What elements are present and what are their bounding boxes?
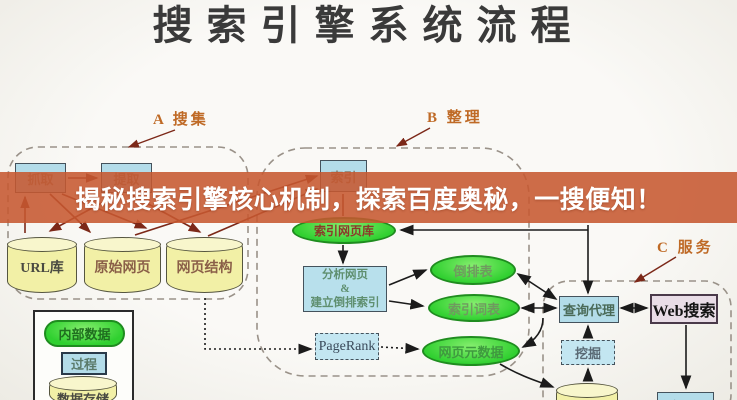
section-c-border	[542, 280, 732, 400]
cylinder-page-structure: 网页结构	[166, 237, 243, 293]
legend-process: 过程	[61, 352, 107, 375]
ellipse-page-metadata-label: 网页元数据	[438, 344, 504, 360]
cylinder-cap	[556, 383, 618, 398]
node-analyze: 分析网页 & 建立倒排索引	[303, 266, 387, 312]
legend-data-storage: 数据存储	[49, 376, 117, 400]
node-analyze-line2: &	[340, 283, 350, 295]
legend-internal-data-label: 内部数据	[58, 327, 111, 342]
section-a-label: A 搜集	[153, 112, 209, 128]
node-record: 记录	[657, 392, 714, 400]
ellipse-index-word-table: 索引词表	[428, 294, 520, 322]
cylinder-service-store	[556, 383, 618, 400]
node-query-agent: 查询代理	[559, 296, 619, 323]
ellipse-index-word-table-label: 索引词表	[447, 301, 500, 317]
serve-arrows	[582, 302, 692, 390]
node-record-label: 记录	[672, 396, 698, 400]
node-query-agent-label: 查询代理	[562, 303, 615, 318]
legend-data-storage-label: 数据存储	[56, 392, 109, 400]
ellipse-page-metadata: 网页元数据	[422, 336, 520, 366]
cylinder-raw-pages: 原始网页	[84, 237, 161, 293]
node-web-search-label: Web搜索	[652, 303, 716, 320]
ellipse-index-page-db-label: 索引网页库	[313, 224, 374, 238]
ellipse-inverted-table-label: 倒排表	[453, 263, 493, 279]
section-b-label: B 整理	[427, 110, 483, 126]
cylinder-cap	[7, 237, 77, 252]
node-analyze-line1: 分析网页	[322, 269, 368, 281]
node-pagerank-label: PageRank	[318, 338, 376, 354]
cylinder-page-structure-label: 网页结构	[176, 261, 233, 276]
legend-box: 内部数据 过程 数据存储	[33, 310, 134, 400]
organize-arrows	[204, 224, 594, 388]
cylinder-cap	[49, 376, 117, 391]
node-web-search: Web搜索	[650, 294, 718, 324]
cylinder-cap	[84, 237, 161, 252]
node-pagerank: PageRank	[315, 333, 379, 360]
legend-internal-data: 内部数据	[44, 320, 125, 347]
cylinder-raw-pages-label: 原始网页	[94, 261, 151, 276]
node-mining: 挖掘	[561, 340, 615, 365]
cylinder-url-db: URL库	[7, 237, 77, 293]
ellipse-inverted-table: 倒排表	[430, 255, 516, 285]
legend-process-label: 过程	[70, 357, 97, 372]
node-analyze-line3: 建立倒排索引	[310, 297, 380, 309]
page-title: 搜索引擎系统流程	[152, 3, 585, 48]
promo-banner-text: 揭秘搜索引擎核心机制，探索百度奥秘，一搜便知！	[75, 185, 662, 214]
promo-banner: 揭秘搜索引擎核心机制，探索百度奥秘，一搜便知！	[0, 172, 737, 223]
section-label-arrows	[127, 127, 677, 283]
section-c-label: C 服务	[657, 240, 714, 256]
cylinder-url-db-label: URL库	[20, 261, 64, 276]
section-b-border	[256, 147, 530, 377]
cylinder-cap	[166, 237, 243, 252]
node-mining-label: 挖掘	[574, 346, 601, 361]
